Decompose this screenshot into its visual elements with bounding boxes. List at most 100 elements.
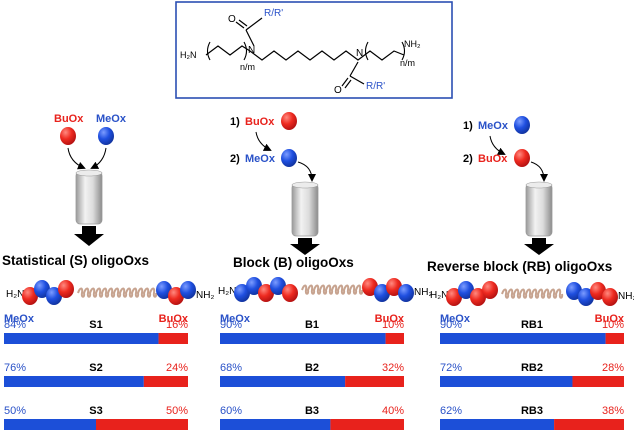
buox-unit	[602, 288, 618, 306]
meox-unit	[270, 277, 286, 295]
sample-code: S2	[89, 362, 102, 374]
meox-monomer	[98, 127, 114, 145]
monomer-label-meox: MeOx	[96, 113, 127, 125]
buox-bar-segment	[330, 419, 404, 430]
buox-column-label: BuOx	[159, 313, 189, 325]
buox-percent: 38%	[602, 405, 624, 417]
chain-right-end: NH₂	[618, 291, 634, 302]
alkyl-coil	[301, 284, 364, 295]
meox-unit	[566, 282, 582, 300]
meox-bar-segment	[440, 376, 573, 387]
meox-percent: 90%	[440, 319, 462, 331]
buox-bar-segment	[554, 419, 624, 430]
buox-percent: 40%	[382, 405, 404, 417]
polymer-chains: H₂NNH₂H₂NNH₂H₂NNH₂	[6, 277, 634, 306]
meox-unit	[246, 277, 262, 295]
buox-unit	[58, 280, 74, 298]
meox-bar-segment	[220, 333, 386, 344]
buox-unit	[362, 278, 378, 296]
structure-box: O R/R' N N O R/R' H₂N NH₂ n/m n/m	[175, 1, 453, 99]
meox-unit	[374, 284, 390, 302]
sample-code: B2	[305, 362, 319, 374]
buox-unit	[470, 288, 486, 306]
upper-co-double	[235, 21, 245, 29]
chain-right-end: NH₂	[196, 290, 214, 301]
meox-percent: 62%	[440, 405, 462, 417]
buox-unit	[386, 278, 402, 296]
buox-bar-segment	[96, 419, 188, 430]
chain-left-end: H₂N	[218, 286, 236, 297]
sample-code: RB2	[521, 362, 543, 374]
reagents-statistical: BuOx MeOx	[54, 113, 127, 170]
step1-label: 1)	[230, 116, 240, 128]
meox-bar-segment	[220, 376, 346, 387]
arrow-step1	[255, 131, 272, 151]
panel-title-block: Block (B) oligoOxs	[233, 255, 354, 270]
buox-column-label: BuOx	[595, 313, 625, 325]
vial-statistical	[75, 169, 103, 225]
structure-o-upper: O	[228, 14, 236, 25]
meox-percent: 50%	[4, 405, 26, 417]
meox-bar-segment	[4, 333, 159, 344]
buox-unit	[22, 287, 38, 305]
arrow-step2	[297, 161, 316, 182]
meox-percent: 68%	[220, 362, 242, 374]
arrow-meox-to-vial	[90, 147, 107, 169]
structure-n-upper: N	[248, 45, 255, 56]
arrow-step1	[489, 135, 506, 155]
buox-unit	[446, 288, 462, 306]
step1-label: 1)	[463, 120, 473, 132]
sample-code: S3	[89, 405, 102, 417]
buox-column-label: BuOx	[375, 313, 405, 325]
structure-nm-right: n/m	[400, 58, 415, 68]
sample-code: S1	[89, 319, 102, 331]
chain-left-end: H₂N	[430, 290, 448, 301]
buox-monomer	[514, 149, 530, 167]
upper-co-double2	[238, 19, 248, 27]
buox-monomer	[60, 127, 76, 145]
upper-branch	[245, 29, 255, 47]
meox-unit	[180, 281, 196, 299]
structure-nm-left: n/m	[240, 62, 255, 72]
buox-monomer	[281, 112, 297, 130]
step1-monomer: BuOx	[245, 116, 275, 128]
meox-column-label: MeOx	[440, 313, 471, 325]
structure-r-upper: R/R'	[264, 8, 283, 19]
meox-unit	[458, 281, 474, 299]
structure-o-lower: O	[334, 85, 342, 96]
buox-percent: 16%	[166, 319, 188, 331]
bracket-right	[364, 41, 406, 61]
step2-monomer: BuOx	[478, 153, 508, 165]
lower-carbonyl	[349, 75, 365, 85]
buox-unit	[258, 284, 274, 302]
backbone-bonds	[205, 45, 405, 61]
down-arrow-icon	[290, 238, 320, 255]
sample-code: B3	[305, 405, 319, 417]
meox-unit	[34, 280, 50, 298]
step2-label: 2)	[463, 153, 473, 165]
arrow-buox-to-vial	[67, 147, 86, 170]
meox-bar-segment	[4, 376, 144, 387]
chain-left-end: H₂N	[6, 289, 24, 300]
meox-percent: 60%	[220, 405, 242, 417]
meox-column-label: MeOx	[4, 313, 35, 325]
meox-bar-segment	[220, 419, 331, 430]
structure-left-end: H₂N	[180, 50, 197, 60]
upper-carbonyl	[245, 17, 263, 31]
buox-bar-segment	[158, 333, 188, 344]
structure-r-lower: R/R'	[366, 81, 385, 92]
meox-column-label: MeOx	[220, 313, 251, 325]
down-arrow-icon	[524, 238, 554, 255]
